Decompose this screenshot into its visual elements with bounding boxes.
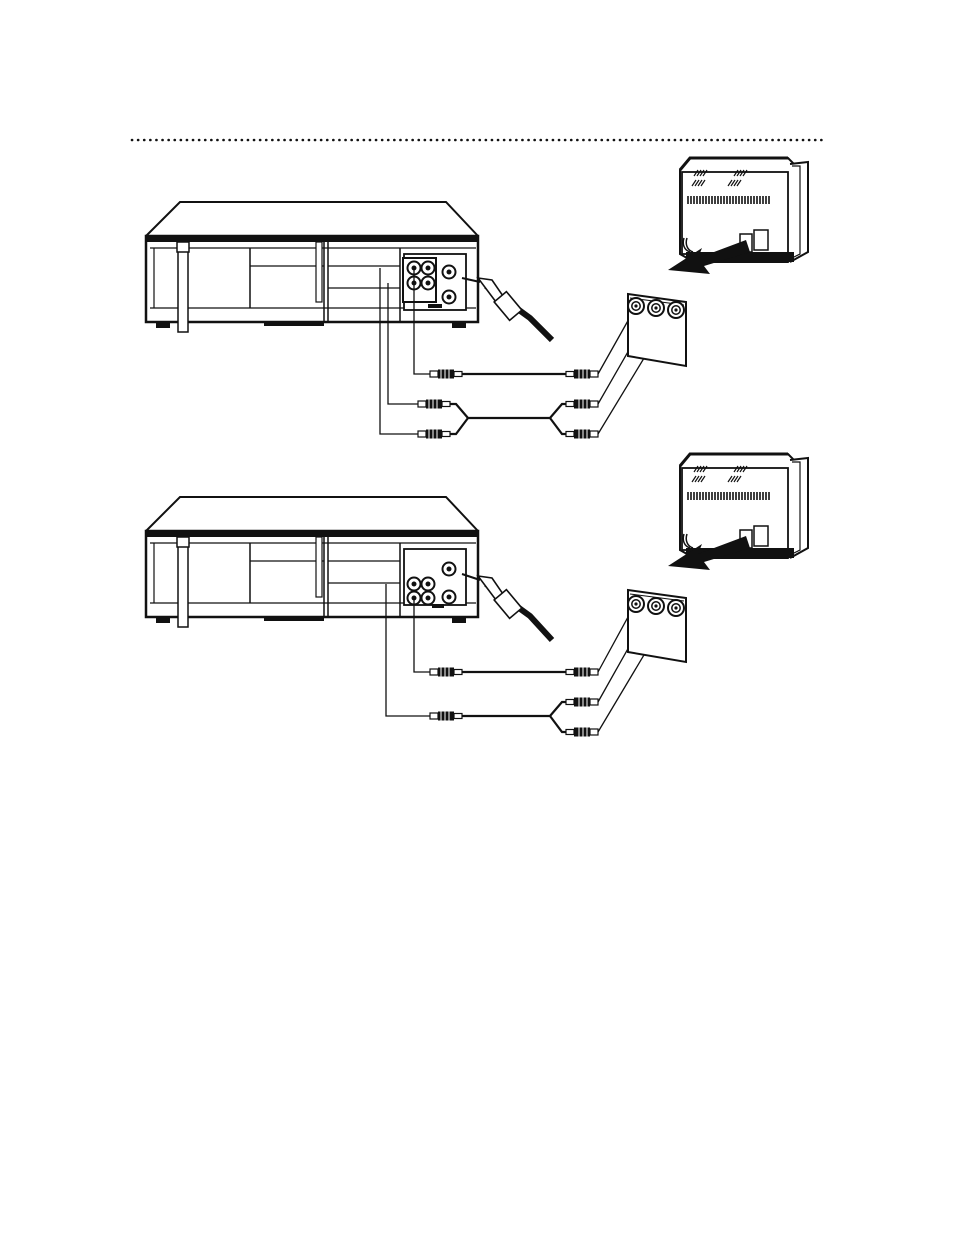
diagram-stereo <box>146 158 808 439</box>
vcr-rear-2 <box>146 497 478 627</box>
diagram-mono <box>146 454 808 737</box>
rca-plugs-2 <box>430 668 598 737</box>
rca-plugs-1 <box>418 370 598 439</box>
